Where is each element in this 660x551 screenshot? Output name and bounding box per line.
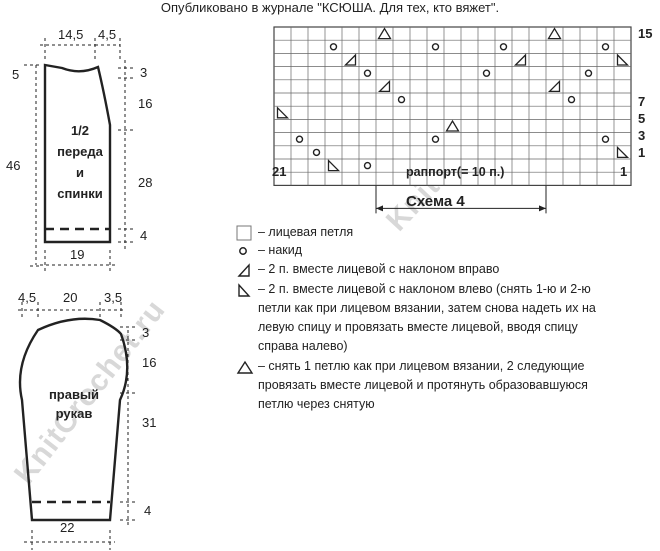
yarn-over-icon [431,43,440,51]
sk2p-icon [547,27,562,40]
body-right-height-2: 16 [138,96,153,111]
body-piece-label: 1/2 переда и спинки [57,123,103,201]
k2tog-icon [343,53,357,66]
body-top-width-1: 14,5 [58,27,84,42]
body-right-height-3: 28 [138,175,153,190]
body-outline [43,63,112,244]
sleeve-bottom-width: 22 [60,520,75,535]
sleeve-schematic [18,302,136,550]
sk2p-icon [377,27,392,40]
body-right-height-4: 4 [140,228,148,243]
sleeve-top-width-1: 4,5 [18,290,37,305]
k2tog-icon [237,263,250,277]
sleeve-label: правый рукав [48,387,100,421]
sleeve-right-height-4: 4 [144,503,152,518]
ssk-icon [276,106,290,119]
ssk-icon [616,53,630,66]
sleeve-top-width-3: 3,5 [104,290,123,305]
yarn-over-icon [482,69,491,77]
sleeve-right-height-3: 31 [142,415,157,430]
ssk-icon [327,159,341,172]
k2tog-icon [547,79,561,93]
body-left-height-2: 46 [6,158,21,173]
yarn-over-icon [397,95,406,104]
blank-cell-icon [236,225,252,241]
row-number-15: 15 [638,26,653,41]
yarn-over-icon [431,135,440,143]
sleeve-top-width-2: 20 [63,290,78,305]
row-number-1: 1 [638,145,646,160]
yarn-over-icon [329,43,338,51]
yarn-over-icon [239,247,247,255]
arrow-left-icon [376,205,383,212]
body-bottom-width: 19 [70,247,85,262]
yarn-over-icon [584,69,593,77]
yarn-over-icon [601,43,610,51]
row-number-5: 5 [638,111,646,126]
sleeve-right-height-2: 16 [142,355,157,370]
body-right-height-1: 3 [140,65,148,80]
sk2p-icon [445,119,460,132]
ssk-icon [616,145,630,159]
yarn-over-icon [567,95,576,104]
yarn-over-icon [363,161,372,170]
k2tog-icon [377,79,391,93]
k2tog-icon [513,53,527,66]
sleeve-outline [18,317,129,522]
repeat-label: раппорт(= 10 п.) [406,165,505,179]
yarn-over-icon [295,135,304,143]
chart-left-label: 21 [272,164,287,179]
body-top-width-2: 4,5 [98,27,117,42]
row-number-3: 3 [638,128,646,143]
yarn-over-icon [499,43,508,51]
sk2p-icon [236,360,254,374]
chart-right-label: 1 [620,164,628,179]
publication-header: Опубликовано в журнале "КСЮША. Для тех, … [160,0,500,15]
arrow-right-icon [539,205,546,212]
body-left-height-1: 5 [12,67,20,82]
chart-title: Схема 4 [406,193,465,210]
ssk-icon [238,283,251,297]
yarn-over-icon [312,148,321,157]
sleeve-right-height-1: 3 [142,325,150,340]
yarn-over-icon [363,69,372,77]
row-number-7: 7 [638,94,646,109]
yarn-over-icon [601,135,610,143]
body-piece-schematic [24,38,133,272]
